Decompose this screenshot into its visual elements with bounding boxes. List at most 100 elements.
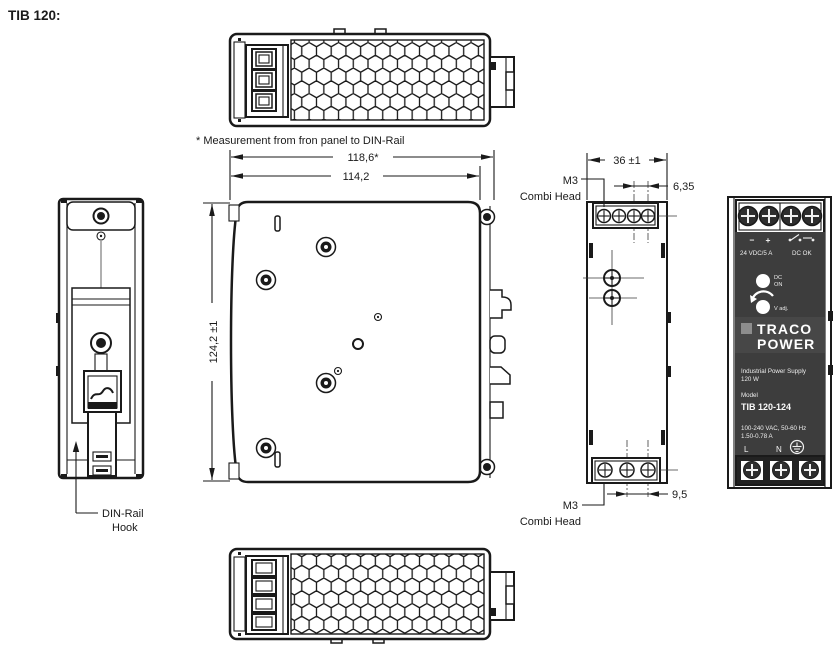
- left-hook-housing: [83, 370, 122, 413]
- m3-label-bottom: M3: [563, 500, 578, 512]
- bottom-terminal-3: [251, 595, 277, 613]
- brand-logo-mark: [741, 323, 752, 334]
- dim-width-value: 36 ±1: [613, 155, 640, 167]
- terminal-screw: [801, 461, 819, 479]
- din-hook-label-2: Hook: [112, 522, 138, 534]
- main-rivet: [255, 269, 277, 291]
- front-din-clip: [828, 311, 833, 321]
- view-bottom: [228, 547, 515, 644]
- product-line-2: 120 W: [741, 376, 759, 383]
- bottom-vent-honeycomb: [290, 553, 485, 635]
- terminal-screw: [640, 462, 656, 478]
- footnote: * Measurement from fron panel to DIN-Rai…: [196, 135, 404, 147]
- top-vent-honeycomb: [290, 39, 485, 121]
- brand-line-1: TRACO: [757, 321, 812, 337]
- rear-terminal-block-bottom: [591, 457, 678, 484]
- view-main: [228, 200, 512, 484]
- m3-label-top: M3: [563, 175, 578, 187]
- top-terminal-2: [251, 69, 277, 91]
- main-rivet: [315, 372, 337, 394]
- view-left: [56, 197, 145, 480]
- v-adj-label: V adj.: [774, 306, 789, 312]
- top-terminal-1: [251, 48, 277, 70]
- terminal-n-label: N: [776, 445, 782, 454]
- bottom-front-lip: [233, 556, 246, 632]
- dim-pitch-top: 6,35: [614, 181, 694, 193]
- output-rating-label: 24 VDC/5 A: [740, 250, 773, 257]
- model-label: Model: [741, 392, 758, 399]
- earth-ground-icon: [789, 439, 805, 455]
- din-rail-profile: [478, 206, 512, 478]
- v-adj-potentiometer[interactable]: V adj.: [750, 290, 789, 314]
- product-line-1: Industrial Power Supply: [741, 368, 807, 375]
- plus-symbol: +: [766, 235, 771, 245]
- main-hole: [333, 366, 343, 376]
- terminal-screw: [737, 205, 759, 227]
- terminal-screw: [597, 462, 613, 478]
- rear-case-outline: [586, 201, 668, 484]
- brand-line-2: POWER: [757, 336, 815, 352]
- input-line-2: 1.50-0.78 A: [741, 433, 774, 440]
- terminal-screw: [801, 205, 823, 227]
- corner-mark: [238, 633, 241, 636]
- main-slot: [274, 215, 281, 232]
- terminal-screw: [626, 208, 642, 224]
- main-hole: [352, 338, 364, 350]
- front-terminal-block-top: [735, 199, 825, 234]
- terminal-screw: [758, 205, 780, 227]
- dc-on-led: DC ON: [756, 274, 782, 288]
- combi-head-label-bottom: Combi Head: [520, 516, 581, 528]
- main-slot: [274, 451, 281, 468]
- top-terminal-3: [251, 90, 277, 112]
- main-front-tab: [228, 204, 240, 222]
- front-din-clip: [828, 365, 833, 375]
- led-label-line1: DC: [774, 275, 782, 281]
- rear-din-clip: [666, 366, 671, 377]
- rear-mount-screws: [583, 250, 644, 325]
- rear-din-clip: [666, 312, 671, 323]
- top-front-lip: [233, 41, 246, 119]
- front-terminal-block-bottom: [735, 455, 825, 486]
- main-rivet: [315, 236, 337, 258]
- brand-logo: TRACO POWER: [735, 317, 825, 353]
- dc-ok-label: DC OK: [792, 250, 812, 257]
- view-top: [228, 28, 515, 128]
- terminal-screw: [743, 461, 761, 479]
- combi-head-label-top: Combi Head: [520, 191, 581, 203]
- bottom-terminal-1: [251, 559, 277, 577]
- dim-pitch-bottom-value: 9,5: [672, 489, 687, 501]
- minus-symbol: −: [750, 235, 755, 245]
- top-din-bracket: [489, 56, 515, 108]
- corner-mark: [238, 552, 241, 555]
- bottom-terminal-4: [251, 613, 277, 631]
- dim-body-depth-value: 114,2: [343, 171, 370, 183]
- terminal-screw: [596, 208, 612, 224]
- dim-width: 36 ±1: [586, 153, 668, 200]
- main-front-tab: [228, 462, 240, 480]
- terminal-l-label: L: [744, 445, 749, 454]
- view-front: − + 24 VDC/5 A DC OK DC ON V adj. TRACO …: [727, 196, 833, 489]
- dim-pitch-bottom: 9,5: [607, 489, 687, 501]
- callout-m3-top: M3 Combi Head: [520, 175, 605, 207]
- terminal-screw: [611, 208, 627, 224]
- page-title: TIB 120:: [8, 8, 61, 23]
- terminal-screw: [780, 205, 802, 227]
- terminal-screw: [640, 208, 656, 224]
- led-label-line2: ON: [774, 282, 782, 288]
- main-rivet: [255, 437, 277, 459]
- left-hook-slider: [87, 411, 117, 477]
- dim-height: 124,2 ±1: [203, 202, 230, 482]
- dim-total-depth: 118,6*: [229, 150, 495, 200]
- dim-height-value: 124,2 ±1: [208, 321, 220, 364]
- input-line-1: 100-240 VAC, 50-60 Hz: [741, 425, 806, 432]
- terminal-screw: [772, 461, 790, 479]
- rear-terminal-block-top: [592, 202, 677, 229]
- main-hole: [373, 312, 383, 322]
- corner-mark: [238, 38, 241, 41]
- view-rear: [583, 181, 678, 497]
- dim-body-depth: 114,2: [231, 166, 481, 200]
- bottom-din-bracket: [489, 571, 515, 621]
- din-hook-label-1: DIN-Rail: [102, 508, 144, 520]
